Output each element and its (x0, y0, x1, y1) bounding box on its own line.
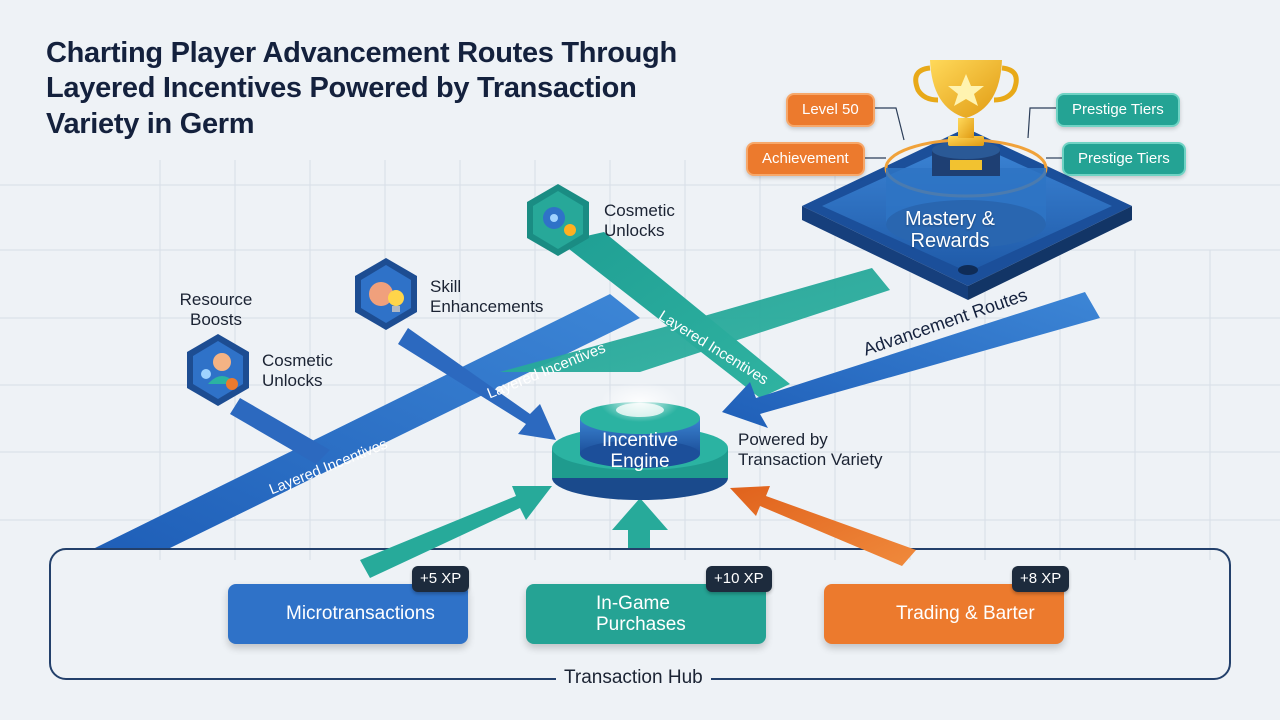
microtransactions-card: Microtransactions (228, 584, 468, 644)
trading-barter-xp-badge: +8 XP (1012, 566, 1070, 592)
prestige-tiers-tag-2: Prestige Tiers (1062, 142, 1186, 176)
level-connector (866, 107, 905, 141)
trading-barter-card: Trading & Barter (824, 584, 1064, 644)
hex-icon-cosmetic-top (527, 184, 589, 256)
advancement-routes-arrow (722, 292, 1100, 428)
in-game-purchases-xp-badge: +10 XP (706, 566, 772, 592)
mastery-rewards-label: Mastery & Rewards (904, 208, 996, 253)
incentive-engine-label: Incentive Engine (601, 430, 679, 473)
arrow-trading (730, 486, 916, 566)
powered-by-label: Powered by Transaction Variety (738, 430, 883, 469)
trophy-icon (913, 60, 1019, 146)
arrow-skill-enhancements (398, 328, 556, 440)
hex-icon-resource (187, 334, 249, 406)
skill-enhancements-label: Skill Enhancements (430, 277, 544, 316)
arrow-microtransactions (360, 486, 552, 578)
level-50-tag: Level 50 (786, 93, 875, 127)
layered-incentives-band-blue (95, 294, 640, 548)
incentive-engine-graphic (552, 382, 728, 500)
cosmetic-unlocks-left-label: Cosmetic Unlocks (262, 351, 333, 390)
layered-incentives-band-teal-2 (560, 232, 790, 398)
cosmetic-unlocks-top-label: Cosmetic Unlocks (604, 201, 675, 240)
microtransactions-xp-badge: +5 XP (412, 566, 470, 592)
trading-barter-label: Trading & Barter (896, 603, 1035, 625)
arrow-resource-boosts (230, 398, 330, 464)
prestige-tiers-tag-1: Prestige Tiers (1056, 93, 1180, 127)
transaction-hub-label: Transaction Hub (556, 667, 711, 689)
mastery-platform-graphic (802, 128, 1132, 300)
hex-icon-skill (355, 258, 417, 330)
in-game-purchases-label: In-Game Purchases (596, 592, 686, 635)
prestige-1-connector (1027, 107, 1056, 139)
page-title: Charting Player Advancement Routes Throu… (46, 37, 677, 140)
achievement-tag: Achievement (746, 142, 865, 176)
microtransactions-label: Microtransactions (286, 603, 435, 625)
resource-boosts-label: Resource Boosts (179, 290, 253, 329)
arrow-in-game-purchases (612, 498, 668, 548)
in-game-purchases-card: In-Game Purchases (526, 584, 766, 644)
